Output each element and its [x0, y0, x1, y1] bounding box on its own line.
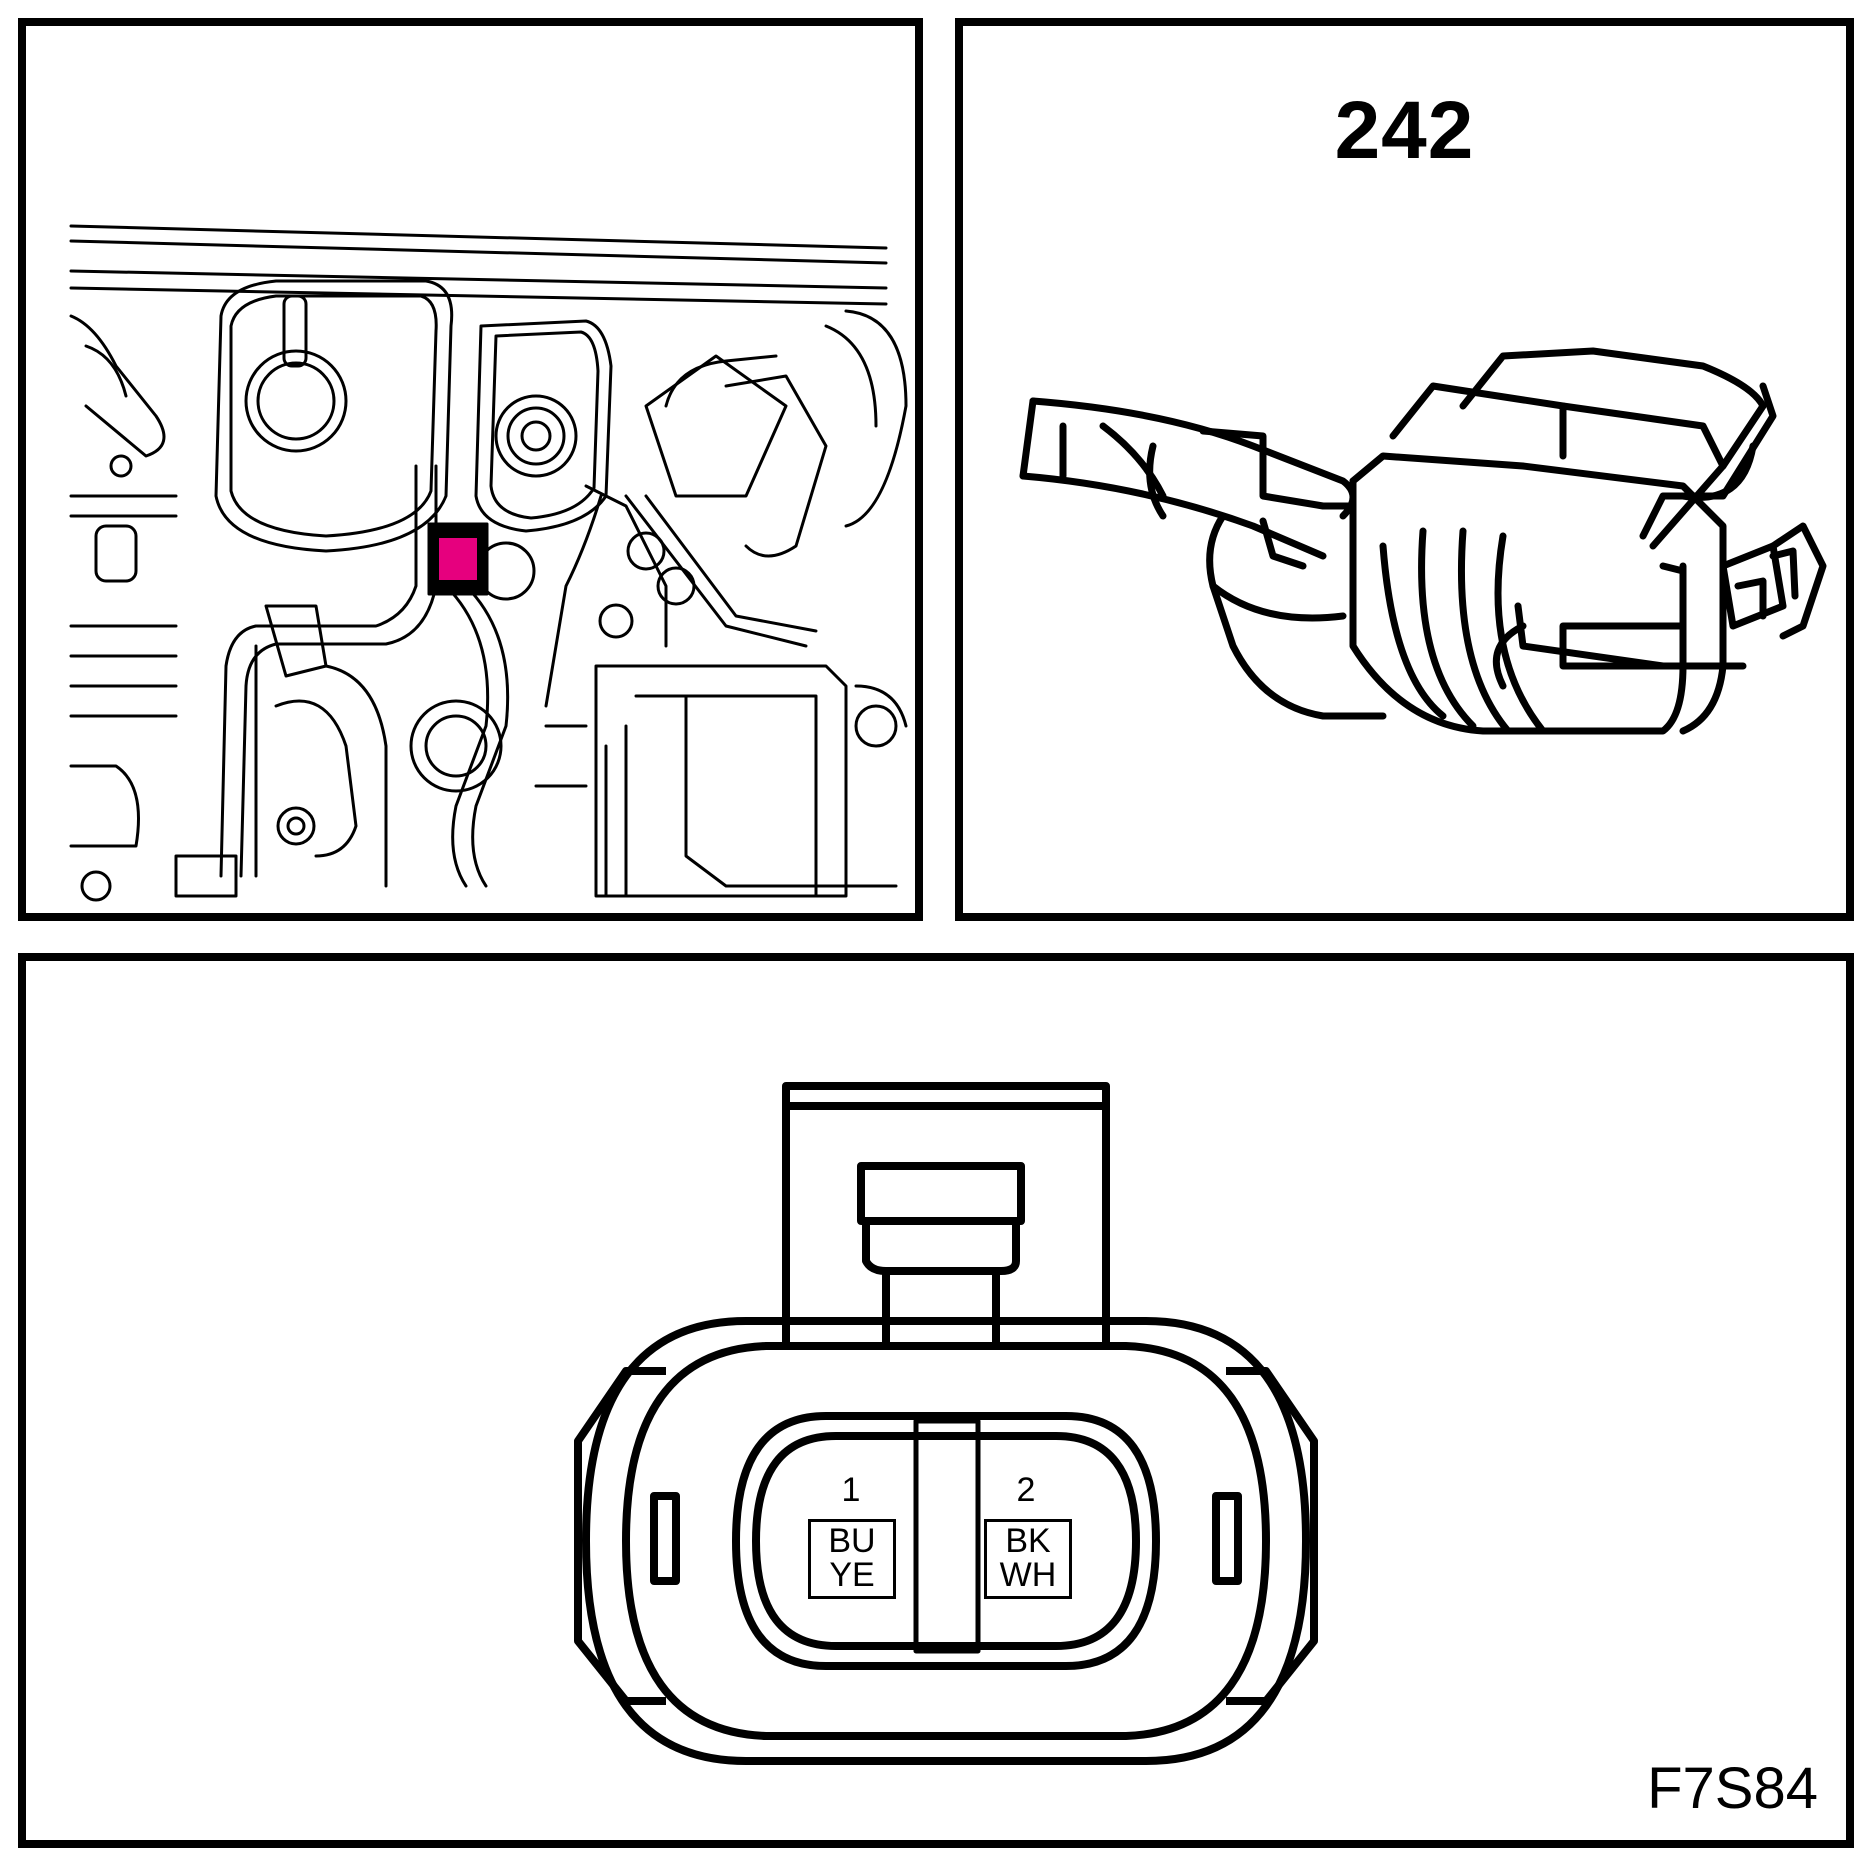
connector-panel: 242	[955, 18, 1854, 921]
pin-2-wire-color-secondary: WH	[999, 1556, 1057, 1594]
pin-2-wire-color: BK WH	[984, 1519, 1072, 1599]
connector-illustration	[1019, 347, 1827, 735]
pin-2-number: 2	[1016, 1471, 1036, 1509]
figure-code: F7S84	[1647, 1756, 1818, 1821]
connector-face-view	[574, 1082, 1318, 1765]
pin-1-wire-color: BU YE	[808, 1519, 896, 1599]
connector-location-marker	[439, 538, 477, 580]
pin-1-wire-color-primary: BU	[828, 1522, 876, 1560]
engine-bay-illustration	[69, 224, 908, 902]
location-panel	[18, 18, 923, 921]
pin-1-wire-color-secondary: YE	[829, 1556, 875, 1594]
pin-2-wire-color-primary: BK	[1005, 1522, 1051, 1560]
pin-1-number: 1	[841, 1471, 861, 1509]
pinout-panel: 1 BU YE 2 BK WH F7S84	[18, 953, 1854, 1848]
connector-number: 242	[1334, 85, 1475, 176]
